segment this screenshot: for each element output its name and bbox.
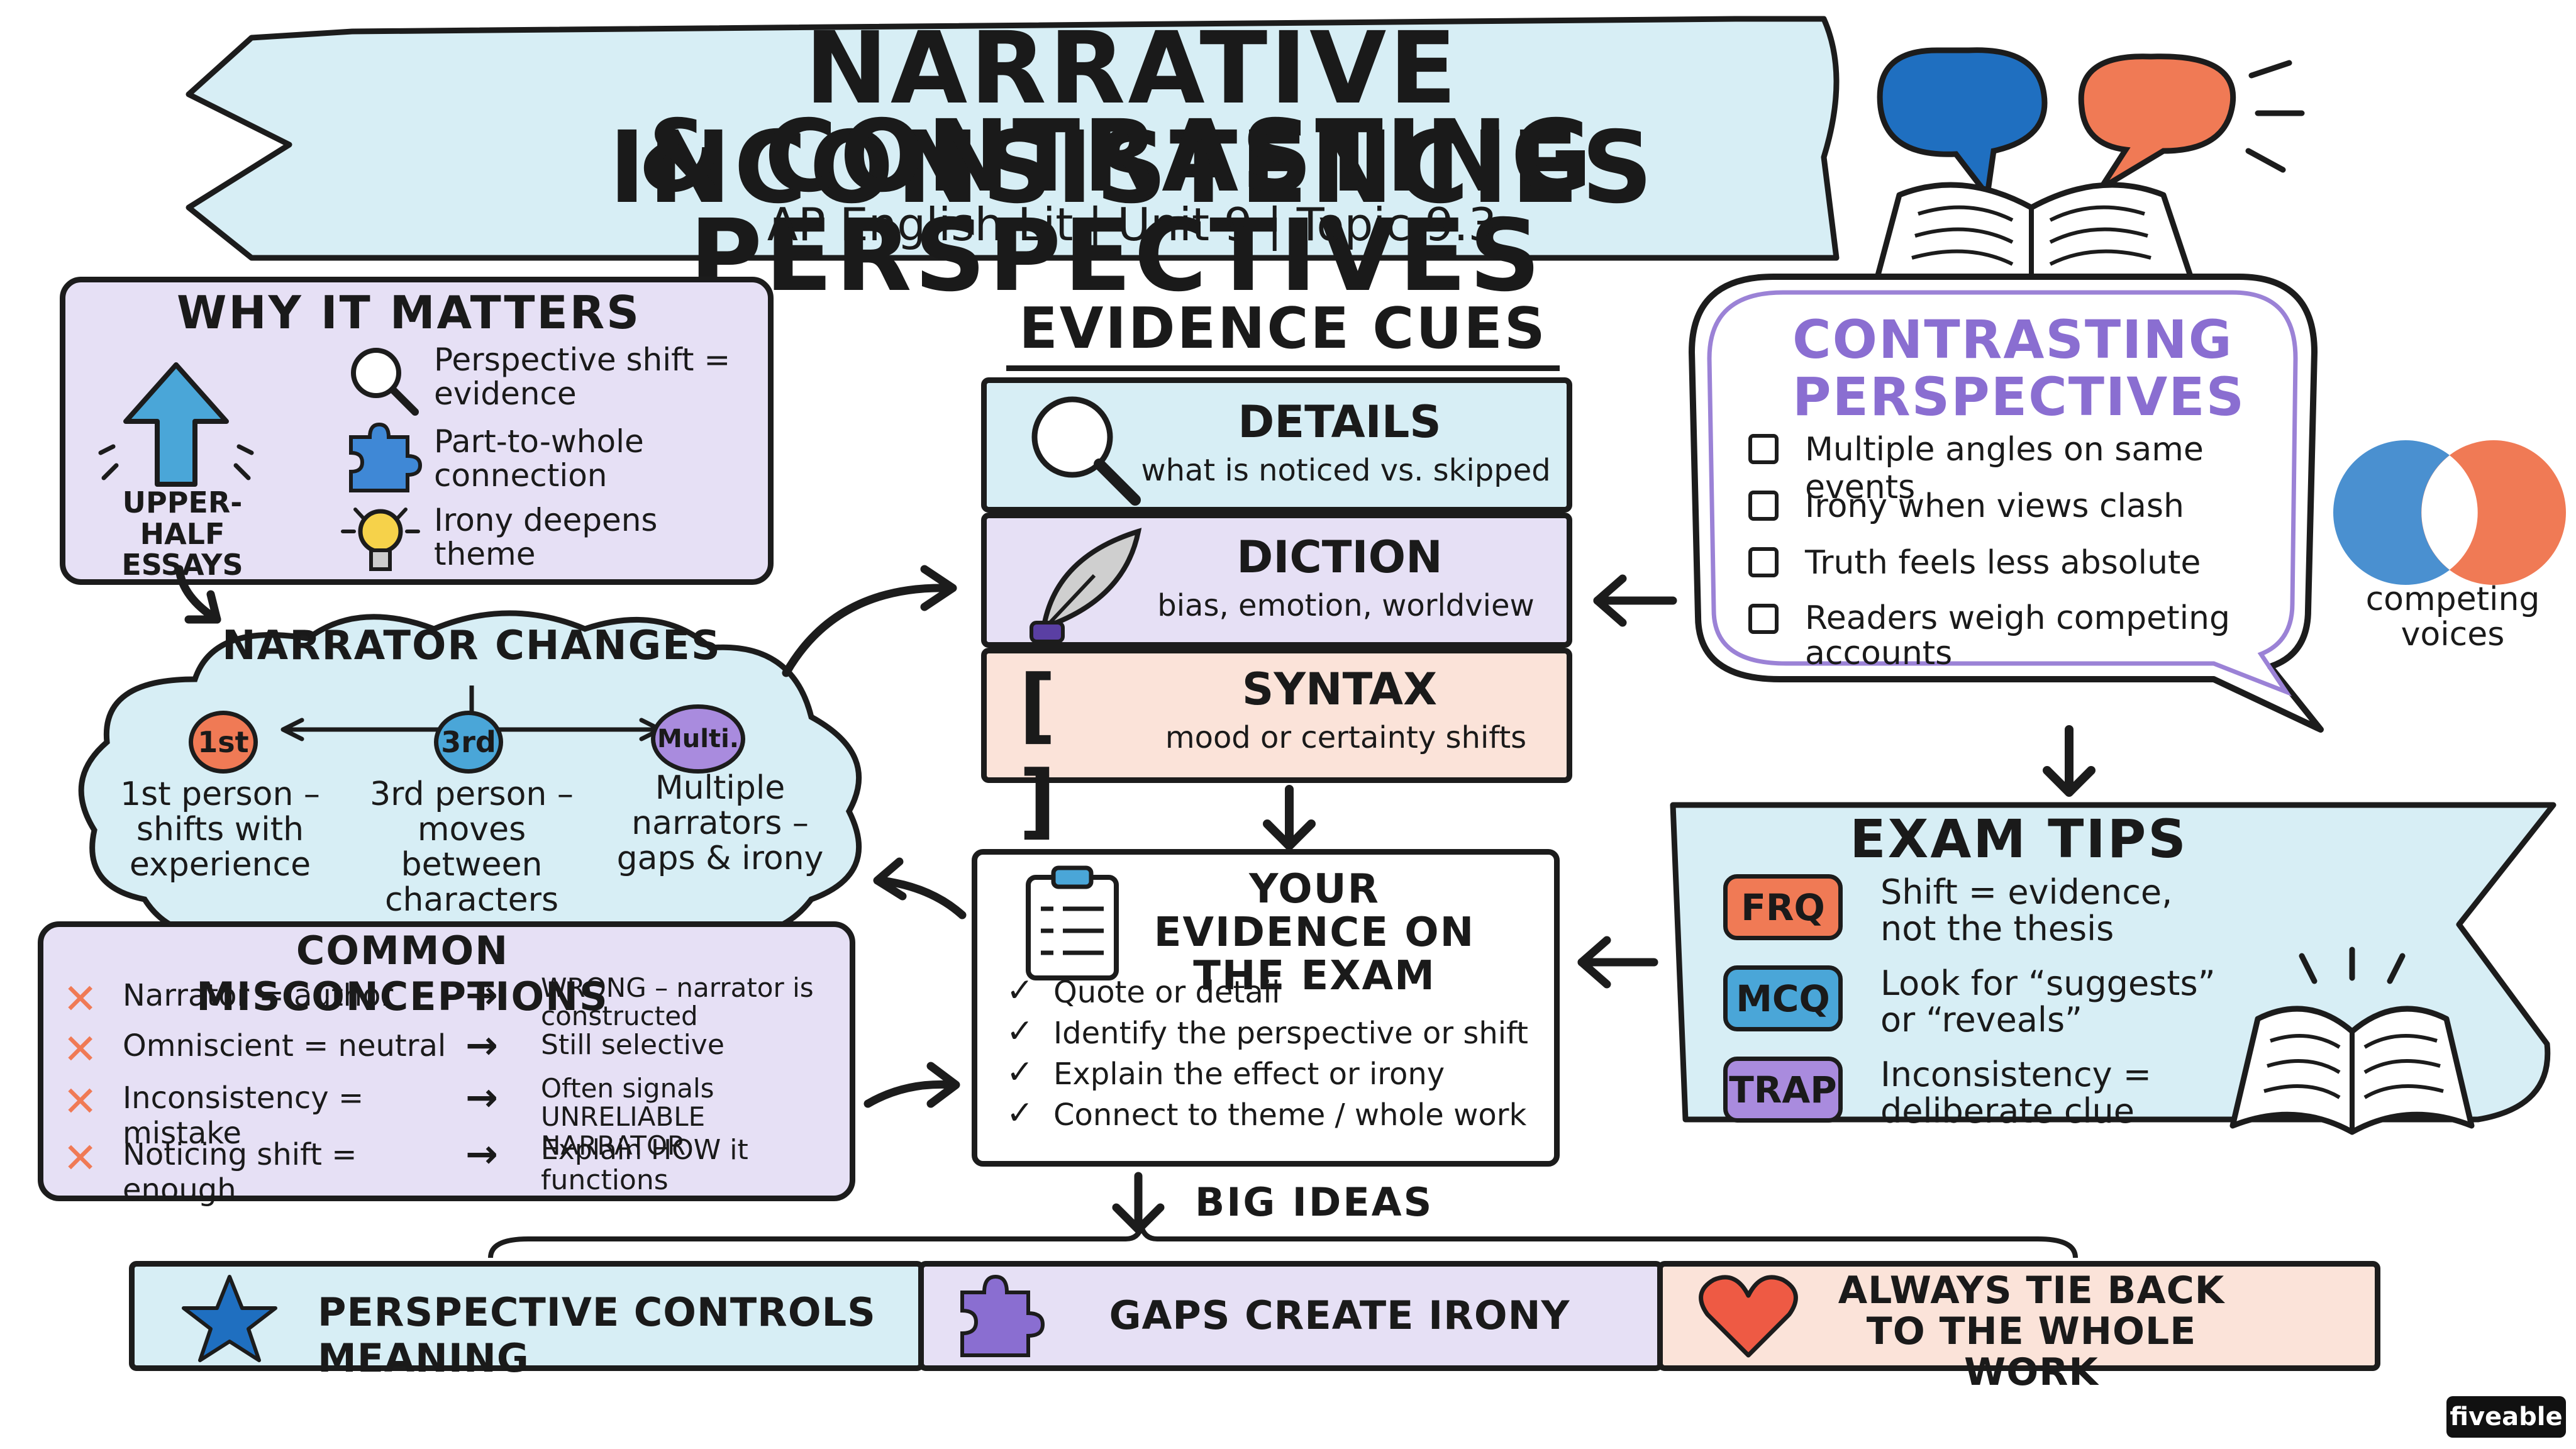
narrator-changes-title: NARRATOR CHANGES <box>222 623 721 669</box>
checkbox-icon <box>1748 491 1779 521</box>
details-sub: what is noticed vs. skipped <box>1141 453 1551 488</box>
x-mark-icon: ✕ <box>63 1134 98 1182</box>
badge-3rd: 3rd <box>434 711 503 774</box>
check-icon: ✓ <box>1006 1053 1034 1091</box>
check-icon: ✓ <box>1006 972 1034 1009</box>
evidence-step-3: Explain the effect or irony <box>1053 1057 1445 1092</box>
evidence-step-1: Quote or detail <box>1053 975 1280 1010</box>
arrow-right-icon: → <box>465 1131 498 1177</box>
page-title-line2: & CONTRASTING PERSPECTIVES <box>638 99 1595 314</box>
heart-icon <box>1699 1275 1798 1358</box>
contrasting-item-3: Truth feels less absolute <box>1805 544 2201 582</box>
big-ideas-label: BIG IDEAS <box>1195 1179 1434 1225</box>
misconception-fix-4: Explain HOW it functions <box>541 1134 748 1196</box>
misconceptions-panel <box>38 921 855 1201</box>
brand-logo: fiveable <box>2446 1396 2566 1438</box>
why-item-1: Perspective shift = evidence <box>434 341 731 412</box>
badge-multi: Multi. <box>651 704 745 774</box>
badge-frq: FRQ <box>1723 874 1843 940</box>
magnifier-icon <box>1031 396 1141 506</box>
evidence-step-2: Identify the perspective or shift <box>1053 1016 1528 1051</box>
narrator-item-1st: 1st person – shifts with experience <box>120 775 320 884</box>
contrasting-bubble <box>1689 274 2324 733</box>
open-book-icon <box>2229 947 2475 1135</box>
page-title-line1: NARRATIVE INCONSISTENCIES <box>608 11 1656 226</box>
narrator-item-multi: Multiple narrators – gaps & irony <box>616 769 824 878</box>
arrow-down-icon <box>2043 725 2096 797</box>
contrasting-item-4: Readers weigh competing accounts <box>1805 599 2230 673</box>
why-it-matters-panel <box>60 277 774 585</box>
badge-trap: TRAP <box>1723 1057 1843 1123</box>
exam-tip-frq: Shift = evidence, not the thesis <box>1880 872 2173 949</box>
venn-label: competing voices <box>2365 580 2540 654</box>
big-idea-3: ALWAYS TIE BACK TO THE WHOLE WORK <box>1838 1269 2225 1394</box>
misconception-fix-2: Still selective <box>541 1029 724 1061</box>
why-item-3: Irony deepens theme <box>434 502 658 572</box>
syntax-sub: mood or certainty shifts <box>1165 720 1527 755</box>
badge-1st: 1st <box>189 711 258 774</box>
venn-diagram-icon <box>2333 440 2566 585</box>
your-evidence-title: YOUR EVIDENCE ON THE EXAM <box>1153 866 1475 1000</box>
exam-tip-mcq: Look for “suggests” or “reveals” <box>1880 963 2216 1040</box>
misconception-wrong-2: Omniscient = neutral <box>123 1028 447 1063</box>
magnifier-icon <box>351 348 419 416</box>
why-item-2: Part-to-whole connection <box>434 423 644 494</box>
narrator-item-3rd: 3rd person – moves between characters <box>370 775 574 919</box>
contrasting-title: CONTRASTING PERSPECTIVES <box>1792 309 2246 428</box>
puzzle-icon <box>960 1274 1045 1357</box>
details-title: DETAILS <box>1238 396 1441 448</box>
misconception-wrong-4: Noticing shift = enough <box>123 1137 357 1208</box>
big-idea-1: PERSPECTIVE CONTROLS MEANING <box>318 1289 876 1381</box>
syntax-title: SYNTAX <box>1241 663 1438 715</box>
misconception-wrong-3: Inconsistency = mistake <box>123 1080 364 1151</box>
diction-title: DICTION <box>1236 531 1443 583</box>
evidence-cues-title: EVIDENCE CUES <box>1006 296 1560 371</box>
clipboard-icon <box>1026 865 1119 980</box>
checkbox-icon <box>1748 604 1779 634</box>
checkbox-icon <box>1748 434 1779 464</box>
upper-half-essays-label: UPPER-HALF ESSAYS <box>121 486 243 582</box>
arrow-down-icon <box>1263 785 1316 850</box>
quill-icon <box>1030 528 1142 643</box>
arrow-right-icon: → <box>465 1022 498 1068</box>
misconception-fix-3: Often signals UNRELIABLE NARRATOR <box>541 1073 714 1161</box>
exam-tip-trap: Inconsistency = deliberate clue <box>1880 1055 2152 1131</box>
badge-mcq: MCQ <box>1723 965 1843 1031</box>
contrasting-item-1: Multiple angles on same events <box>1805 431 2204 506</box>
checkbox-icon <box>1748 547 1779 577</box>
misconception-wrong-1: Narrator = author <box>123 978 394 1013</box>
x-mark-icon: ✕ <box>63 1025 98 1074</box>
misconceptions-title: COMMON MISCONCEPTIONS <box>196 928 609 1019</box>
check-icon: ✓ <box>1006 1094 1034 1132</box>
check-icon: ✓ <box>1006 1013 1034 1050</box>
lightbulb-icon <box>341 508 420 571</box>
arrow-right-icon: → <box>465 972 498 1018</box>
exam-tips-title: EXAM TIPS <box>1850 808 2188 870</box>
x-mark-icon: ✕ <box>63 1077 98 1126</box>
puzzle-icon <box>349 422 423 492</box>
diction-sub: bias, emotion, worldview <box>1157 588 1535 623</box>
page-subtitle: AP English Lit | Unit 9 | Topic 9.3 <box>767 198 1497 251</box>
brackets-icon: [ ] <box>1019 657 1075 848</box>
big-idea-2: GAPS CREATE IRONY <box>1109 1292 1570 1338</box>
arrow-right-icon: → <box>465 1074 498 1120</box>
star-icon <box>182 1275 277 1362</box>
evidence-card-syntax <box>981 648 1572 783</box>
contrasting-item-2: Irony when views clash <box>1805 487 2184 525</box>
why-it-matters-title: WHY IT MATTERS <box>177 286 641 339</box>
up-arrow-icon <box>98 362 254 487</box>
misconception-fix-1: WRONG – narrator is constructed <box>541 972 814 1032</box>
x-mark-icon: ✕ <box>63 975 98 1023</box>
evidence-step-4: Connect to theme / whole work <box>1053 1097 1527 1133</box>
